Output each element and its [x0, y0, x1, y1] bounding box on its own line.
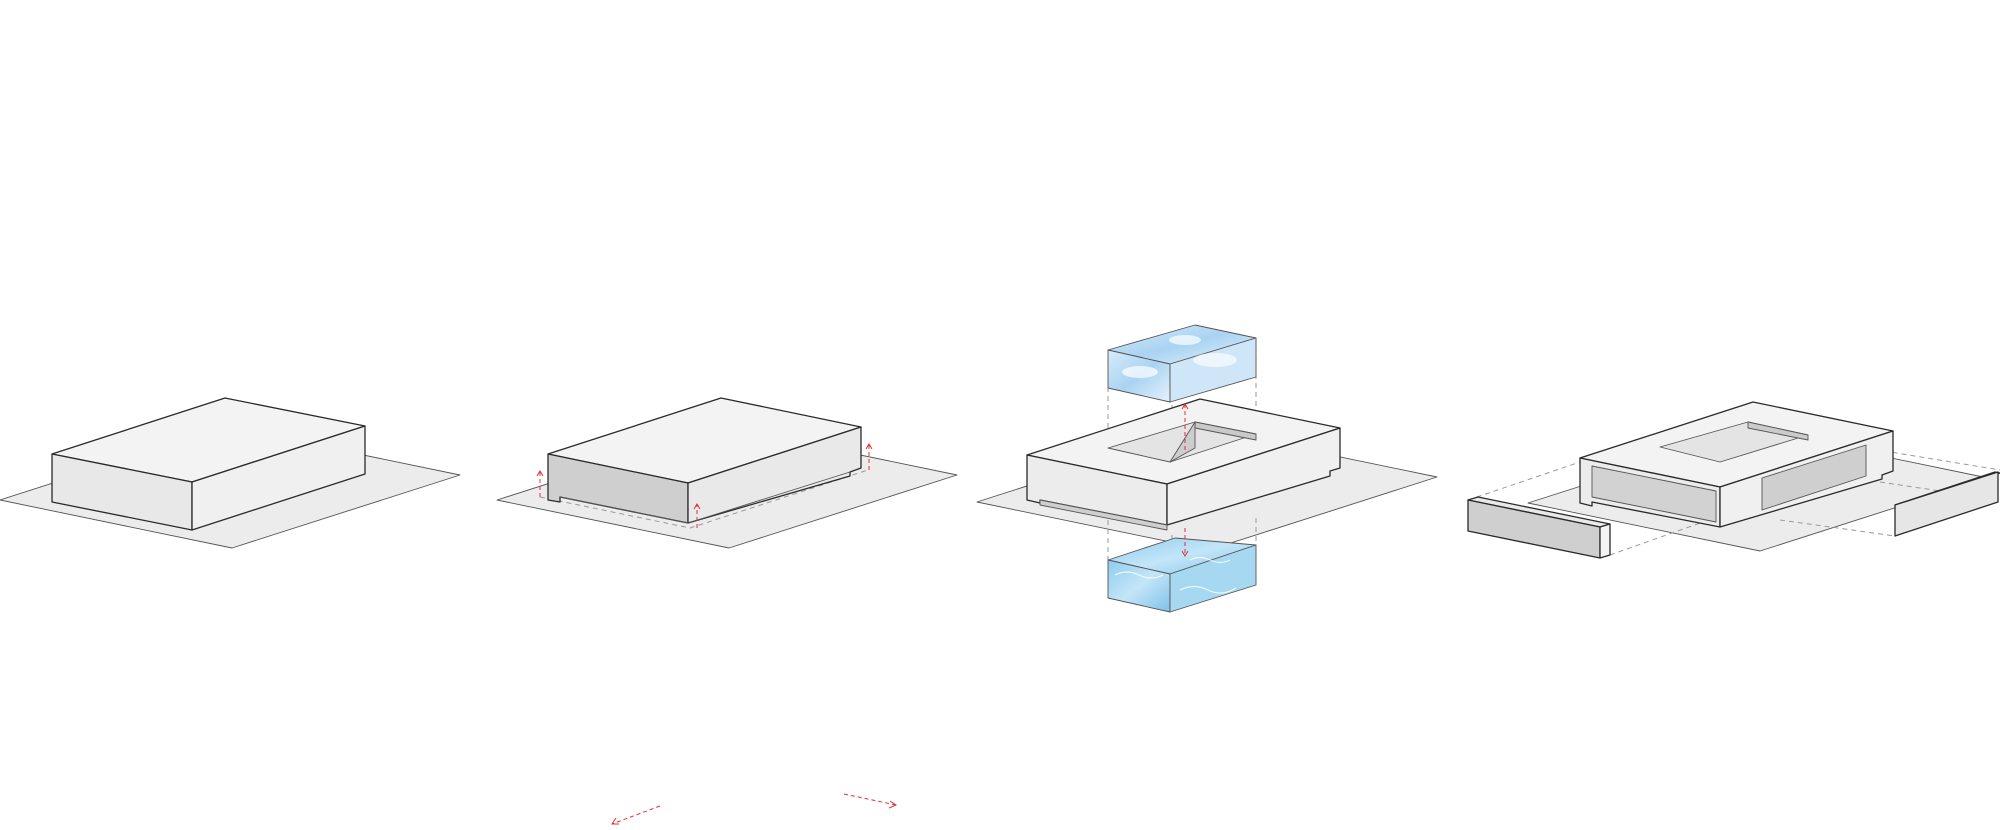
step-2-lifted-volume [496, 397, 958, 549]
building-volume [51, 397, 366, 531]
block-front [1894, 471, 1999, 537]
arrow-up-icon [865, 443, 873, 470]
arrow-diagonal-icon [843, 793, 898, 809]
block-end [1599, 523, 1611, 559]
step-3-courtyard-sky-water [976, 324, 1438, 613]
courtyard-building [1579, 401, 1894, 528]
courtyard-inner-wall [1747, 421, 1809, 441]
courtyard-inner-wall-right [1169, 421, 1196, 463]
sky-side-face [1169, 337, 1257, 403]
building-volume [547, 397, 862, 524]
front-void [1591, 465, 1717, 523]
water-side-face [1169, 544, 1257, 613]
arrow-up-icon [693, 503, 701, 528]
soffit-line [559, 471, 851, 524]
side-block-left [1467, 496, 1611, 559]
footprint-outline [539, 469, 869, 529]
courtyard-arrows [1181, 403, 1189, 557]
side-face [191, 425, 366, 531]
lift-arrows [536, 443, 873, 528]
step-1-base-volume [0, 397, 461, 549]
arrow-diagonal-icon [611, 805, 661, 825]
side-block-right [1894, 471, 2000, 537]
courtyard-building [1026, 398, 1341, 531]
arrow-up-icon [536, 470, 544, 497]
side-void [1761, 444, 1867, 511]
arrow-up-icon [1181, 403, 1189, 450]
arrow-down-icon [1181, 528, 1189, 557]
water-volume [1107, 537, 1257, 613]
step-4-side-blocks [1467, 401, 2000, 559]
base-strip [1039, 499, 1168, 531]
sky-volume [1107, 324, 1257, 403]
pull-out-arrows [611, 793, 898, 825]
